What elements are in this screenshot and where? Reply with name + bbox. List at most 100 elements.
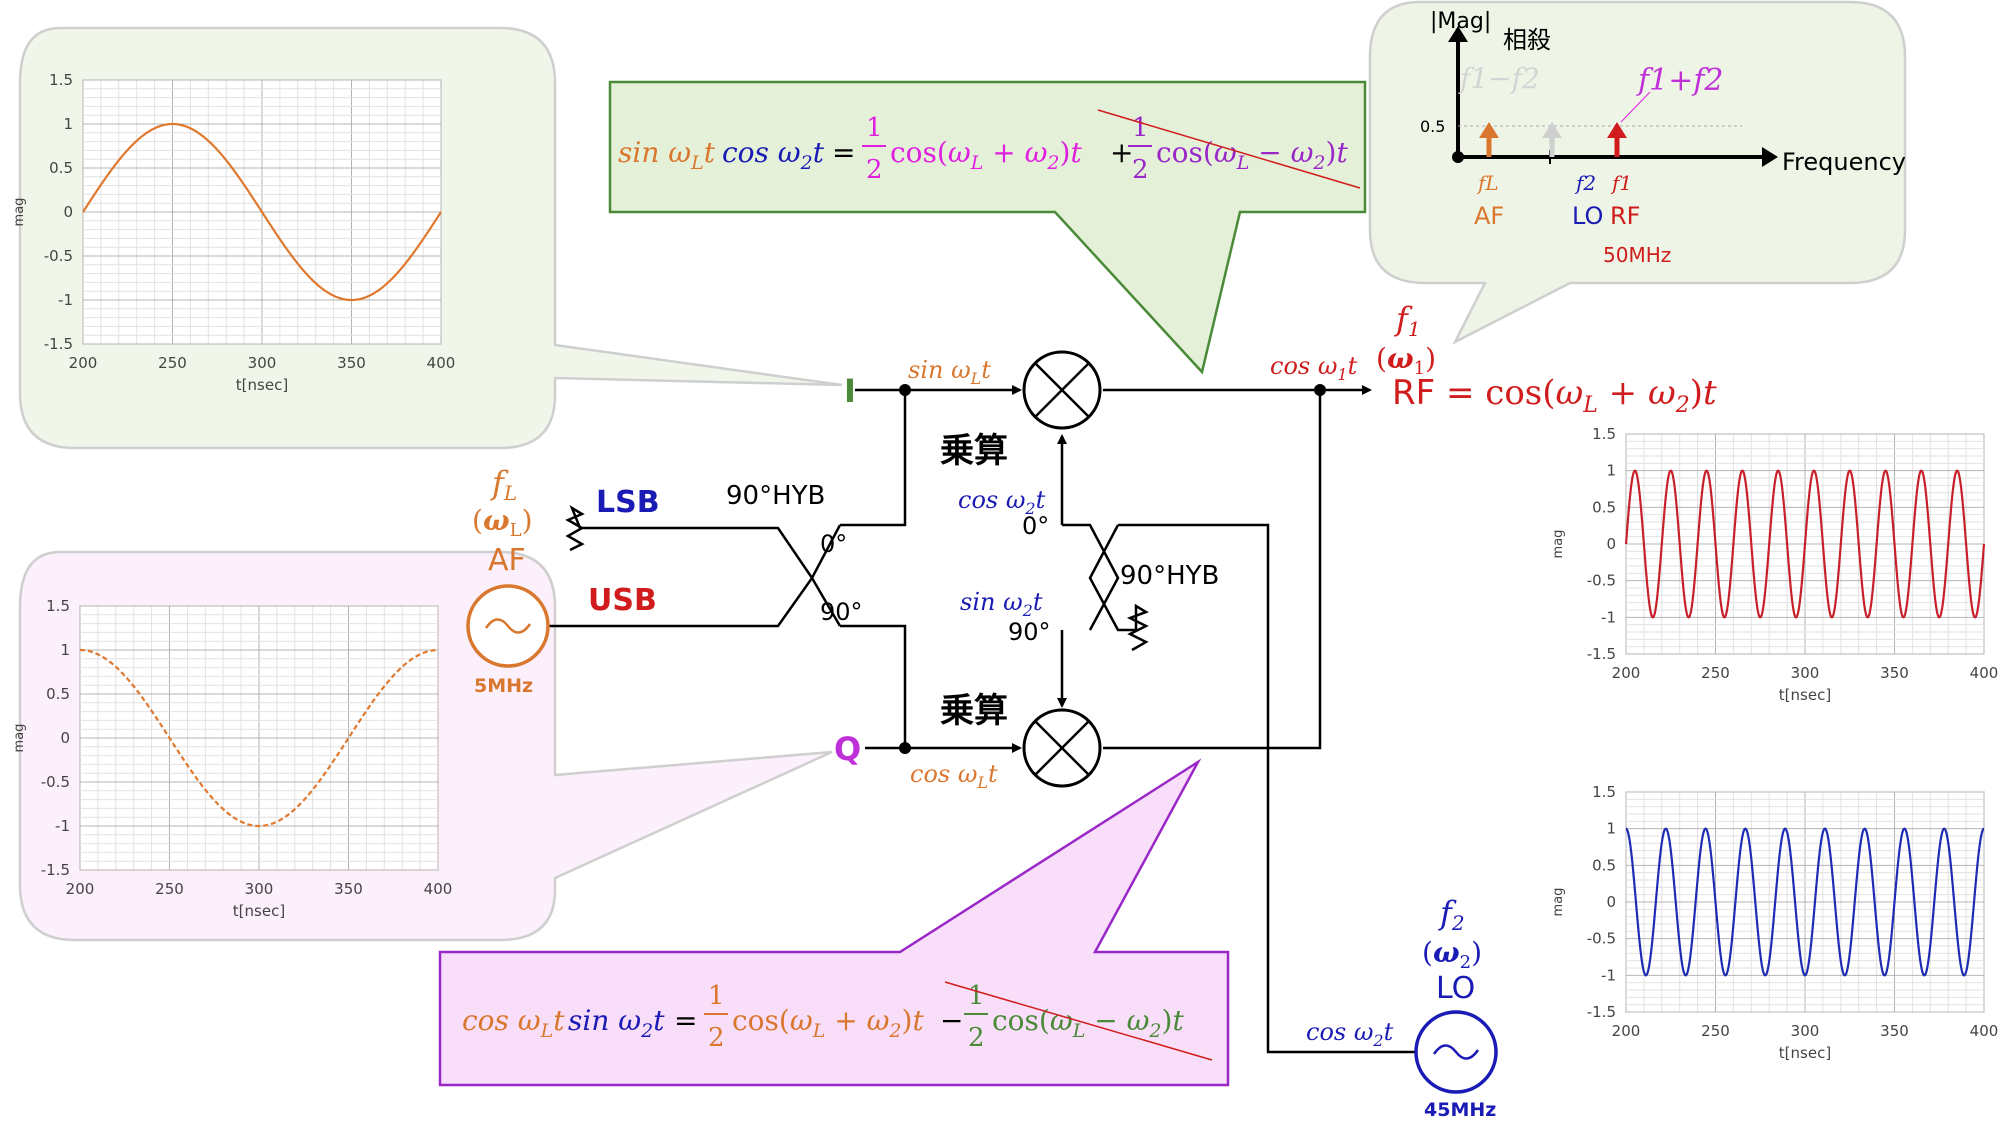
chart-ylabel: mag xyxy=(1551,888,1566,917)
fL-label: fL xyxy=(490,464,517,505)
spectrum-bubble xyxy=(1368,0,1907,345)
spectrum-plot: 0.5 |Mag| 相殺 Frequency f1−f2 f1+f2 fL f2… xyxy=(1420,9,1906,267)
chart-xtick-label: 200 xyxy=(66,880,95,898)
spectrum-cancel-label: 相殺 xyxy=(1503,26,1551,54)
eq-bot-den1: 2 xyxy=(708,1023,725,1053)
chart-series-line xyxy=(82,122,442,302)
af-label: AF xyxy=(488,543,526,578)
eq-top-num2: 1 xyxy=(1132,113,1149,143)
eq-top-equals: = xyxy=(832,136,855,169)
bottom-equation-box xyxy=(438,758,1230,1087)
chart-ytick-label: 0 xyxy=(63,203,73,221)
spectrum-f2-label: f2 xyxy=(1574,171,1596,195)
chart-ytick-label: -1.5 xyxy=(1587,1003,1616,1021)
chart-ytick-label: 0 xyxy=(60,729,70,747)
chart-ytick-label: 1 xyxy=(60,641,70,659)
lo-cos-w2t-label: cos ω2t xyxy=(1306,1018,1394,1050)
eq-top-term1: cos(ωL + ω2)t xyxy=(890,136,1082,174)
omega2-label: (ω2) xyxy=(1422,936,1482,973)
spectrum-fL-label: fL xyxy=(1476,171,1499,195)
chart-series-line xyxy=(80,648,438,828)
chart-xtick-label: 300 xyxy=(248,354,277,372)
chart-ytick-label: -1 xyxy=(1601,608,1616,626)
eq-bot-num1: 1 xyxy=(708,981,725,1011)
spectrum-sum-leader xyxy=(1620,91,1651,123)
eq-top-den1: 2 xyxy=(866,155,883,185)
spectrum-y-arrowhead xyxy=(1448,26,1468,42)
chart-xtick-label: 350 xyxy=(337,354,366,372)
chart-series-line xyxy=(1625,827,1985,977)
chart-xtick-label: 250 xyxy=(158,354,187,372)
chart-ytick-label: 1.5 xyxy=(1592,783,1616,801)
chart-xtick-label: 200 xyxy=(1612,664,1641,682)
hyb1-90deg-label: 90° xyxy=(820,598,863,626)
chart-ytick-label: -1.5 xyxy=(1587,645,1616,663)
hyb1-cross-a xyxy=(750,524,842,581)
spectrum-diff-arrowhead xyxy=(1542,122,1562,138)
f1-label: f1 xyxy=(1394,300,1421,341)
chart-xtick-label: 250 xyxy=(155,880,184,898)
chart-xtick-label: 400 xyxy=(427,354,456,372)
chart-xtick-label: 300 xyxy=(1791,1022,1820,1040)
chart-xtick-label: 250 xyxy=(1701,664,1730,682)
eq-bot-minus: − xyxy=(940,1004,963,1037)
omegaL-label: (ωL) xyxy=(472,504,533,541)
chart-ytick-label: -1.5 xyxy=(41,861,70,879)
sum-junction-dot xyxy=(1314,384,1326,396)
eq-bot-cancel-strike xyxy=(944,981,1213,1061)
chart-xtick-label: 400 xyxy=(424,880,453,898)
chart-series-line xyxy=(1624,469,1986,619)
chart-ytick-label: 0.5 xyxy=(46,685,70,703)
spectrum-af-label: AF xyxy=(1474,202,1504,230)
cos-w2t-label: cos ω2t xyxy=(958,486,1046,518)
chart-xtick-label: 350 xyxy=(1880,664,1909,682)
spectrum-diff-label: f1−f2 xyxy=(1458,62,1540,95)
spectrum-lo-label: LO xyxy=(1572,202,1603,230)
hyb1-cross-b xyxy=(750,575,842,628)
chart-ytick-label: 1 xyxy=(1606,462,1616,480)
chart-ytick-label: -0.5 xyxy=(41,773,70,791)
chart-ytick-label: 0 xyxy=(1606,535,1616,553)
chart-ytick-label: -1 xyxy=(58,291,73,309)
lo-label: LO xyxy=(1436,971,1475,1006)
f2-label: f2 xyxy=(1438,894,1465,935)
usb-label: USB xyxy=(588,583,657,618)
chart-xlabel: t[nsec] xyxy=(236,376,288,394)
eq-top-num1: 1 xyxy=(866,113,883,143)
chart-xtick-label: 400 xyxy=(1970,1022,1999,1040)
chart-ytick-label: 1.5 xyxy=(1592,425,1616,443)
eq-bot-den2: 2 xyxy=(968,1023,985,1053)
hyb1-90deg-wire xyxy=(840,624,907,748)
cos-w1t-label: cos ω1t xyxy=(1270,352,1358,384)
circuit-wires xyxy=(548,385,1418,1054)
top-mixer xyxy=(1022,350,1102,430)
chart-ytick-label: -1 xyxy=(55,817,70,835)
spectrum-half-label: 0.5 xyxy=(1420,117,1445,136)
spectrum-rf-arrowhead xyxy=(1607,122,1627,138)
omega1-label: (ω1) xyxy=(1376,342,1436,379)
eq-bot-equals: = xyxy=(674,1004,697,1037)
top-mixer-label: 乗算 xyxy=(940,431,1008,471)
chart-ytick-label: 1.5 xyxy=(46,597,70,615)
hyb2-label: 90°HYB xyxy=(1120,561,1219,591)
chart-ytick-label: -0.5 xyxy=(1587,930,1616,948)
chart-ytick-label: -1.5 xyxy=(44,335,73,353)
eq-bot-term1: cos(ωL + ω2)t xyxy=(732,1004,924,1042)
lsb-termination xyxy=(565,505,585,552)
eq-top-cancel-strike xyxy=(1097,109,1361,189)
chart-xtick-label: 400 xyxy=(1970,664,1999,682)
hyb2-90deg-label: 90° xyxy=(1008,618,1051,646)
bottom-mixer-label: 乗算 xyxy=(940,691,1008,731)
rf-frequency-label: 50MHz xyxy=(1603,243,1671,267)
chart-ytick-label: 0.5 xyxy=(49,159,73,177)
spectrum-x-arrowhead xyxy=(1762,147,1778,167)
af-oscillator xyxy=(466,584,550,668)
chart-ylabel: mag xyxy=(12,198,27,227)
cos-wLt-label: cos ωLt xyxy=(910,760,998,792)
sin-wLt-label: sin ωLt xyxy=(908,356,991,388)
eq-top-plus: + xyxy=(1110,136,1133,169)
spectrum-af-arrowhead xyxy=(1479,122,1499,138)
